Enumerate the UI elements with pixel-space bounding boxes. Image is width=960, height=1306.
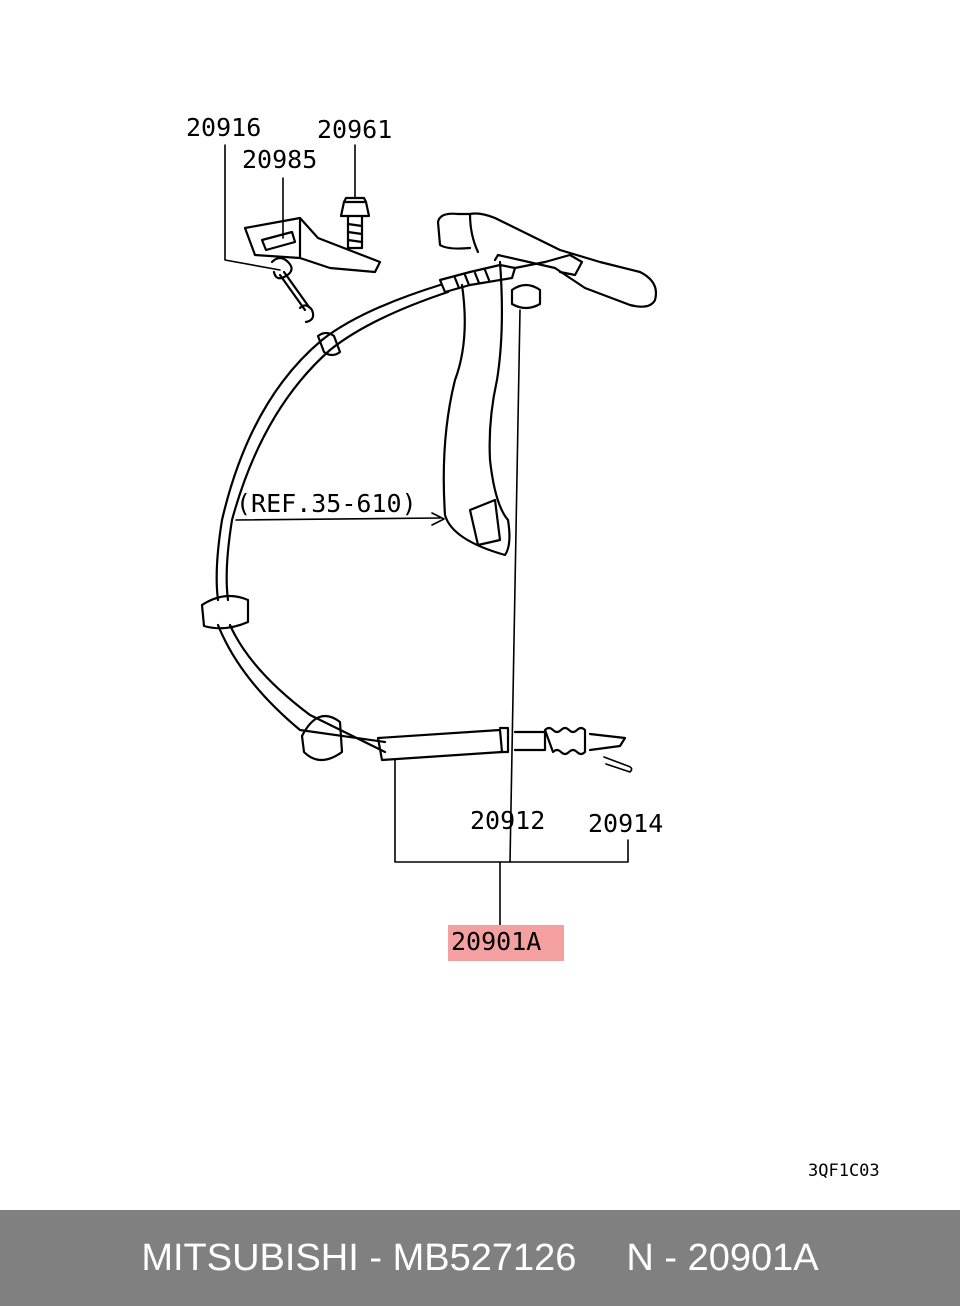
separator: - [653, 1236, 688, 1279]
part-info-footer: MITSUBISHI - MB527126 N - 20901A [0, 1210, 960, 1306]
part-number: MB527126 [392, 1236, 577, 1279]
callout-20912[interactable]: 20912 [470, 806, 545, 835]
brand-name: MITSUBISHI [141, 1236, 359, 1279]
callout-20916[interactable]: 20916 [186, 113, 261, 142]
separator: - [358, 1236, 393, 1279]
brake-cable [200, 260, 627, 762]
figure-code: 3QF1C03 [808, 1161, 880, 1181]
bracket-assembly [243, 216, 382, 324]
parts-diagram: 20916 20961 20985 (REF.35-610) 20912 209… [186, 113, 880, 1181]
cable-clip [603, 756, 633, 773]
part-highlight [448, 925, 564, 961]
callout-20985[interactable]: 20985 [242, 145, 317, 174]
bolt-20961 [339, 196, 371, 250]
callout-20961[interactable]: 20961 [317, 115, 392, 144]
reference-label: (REF.35-610) [236, 489, 417, 518]
ref-number: 20901A [687, 1236, 819, 1279]
callout-20901a[interactable]: 20901A [451, 927, 541, 956]
parking-lever [436, 212, 658, 557]
ref-prefix: N [626, 1236, 654, 1279]
leader-lines [224, 144, 629, 926]
callout-20914[interactable]: 20914 [588, 809, 663, 838]
